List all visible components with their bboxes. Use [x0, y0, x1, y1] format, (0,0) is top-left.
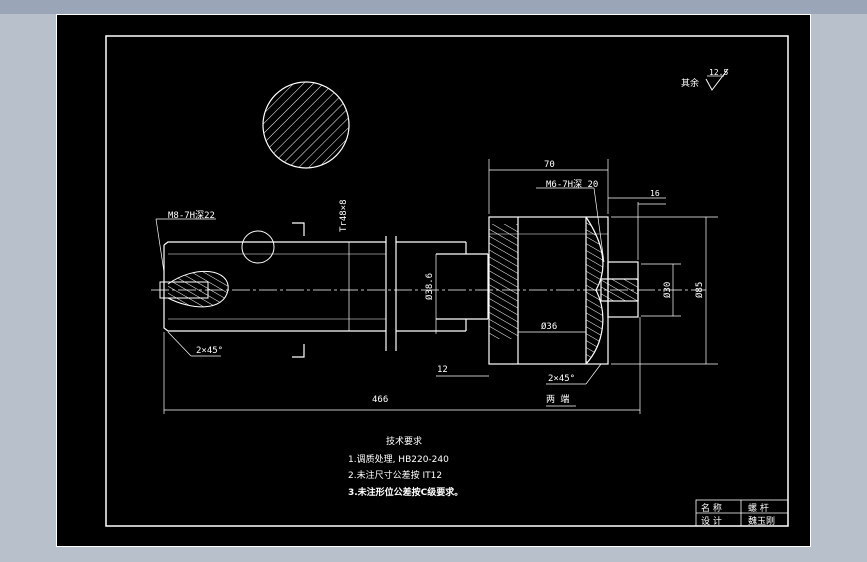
- both-ends-label: 两 端: [546, 393, 569, 405]
- d36-label: Ø36: [541, 321, 557, 332]
- tech-requirement-2: 2.未注尺寸公差按 IT12: [348, 471, 443, 481]
- tr-label: Tr48×8: [339, 199, 349, 232]
- tech-requirements-title: 技术要求: [386, 437, 423, 447]
- len-total-label: 466: [372, 395, 388, 405]
- drawing-canvas: M8-7H深22 M6-7H深 20 70 16 466 12 Ø36 2×45…: [56, 14, 811, 547]
- chamfer-right-label: 2×45°: [548, 374, 575, 384]
- d38-label: Ø38.6: [424, 273, 435, 300]
- len-12-label: 12: [437, 365, 448, 375]
- outer-border: [56, 14, 811, 547]
- len-16-label: 16: [650, 189, 660, 198]
- title-block: [695, 499, 789, 527]
- chamfer-left-label: 2×45°: [196, 346, 223, 356]
- tech-requirement-3: 3.未注形位公差按C级要求。: [348, 488, 464, 498]
- screw-shaft: [159, 222, 489, 358]
- cross-section-view: [262, 81, 350, 169]
- title-block-design-label: 设 计: [701, 517, 722, 527]
- drawing-sheet: M8-7H深22 M6-7H深 20 70 16 466 12 Ø36 2×45…: [56, 14, 811, 547]
- len-70-label: 70: [544, 160, 555, 170]
- surface-finish-symbol: [705, 68, 729, 91]
- thread-left-label: M8-7H深22: [168, 210, 215, 221]
- thread-right-label: M6-7H深 20: [546, 179, 598, 190]
- dimension-lines: [155, 159, 718, 414]
- surface-finish-value: 12.5: [709, 68, 728, 77]
- title-block-name-label: 名 称: [701, 504, 722, 514]
- window-background: [0, 0, 867, 14]
- title-block-name-value: 螺 杆: [748, 504, 769, 514]
- d30-label: Ø30: [662, 282, 673, 298]
- d85-label: Ø85: [694, 282, 705, 298]
- tech-requirement-1: 1.调质处理, HB220-240: [348, 455, 449, 465]
- inner-frame: [105, 35, 789, 527]
- nut-flange: [488, 216, 639, 365]
- title-block-design-value: 魏玉刚: [748, 517, 776, 527]
- surface-finish-label: 其余: [681, 77, 699, 89]
